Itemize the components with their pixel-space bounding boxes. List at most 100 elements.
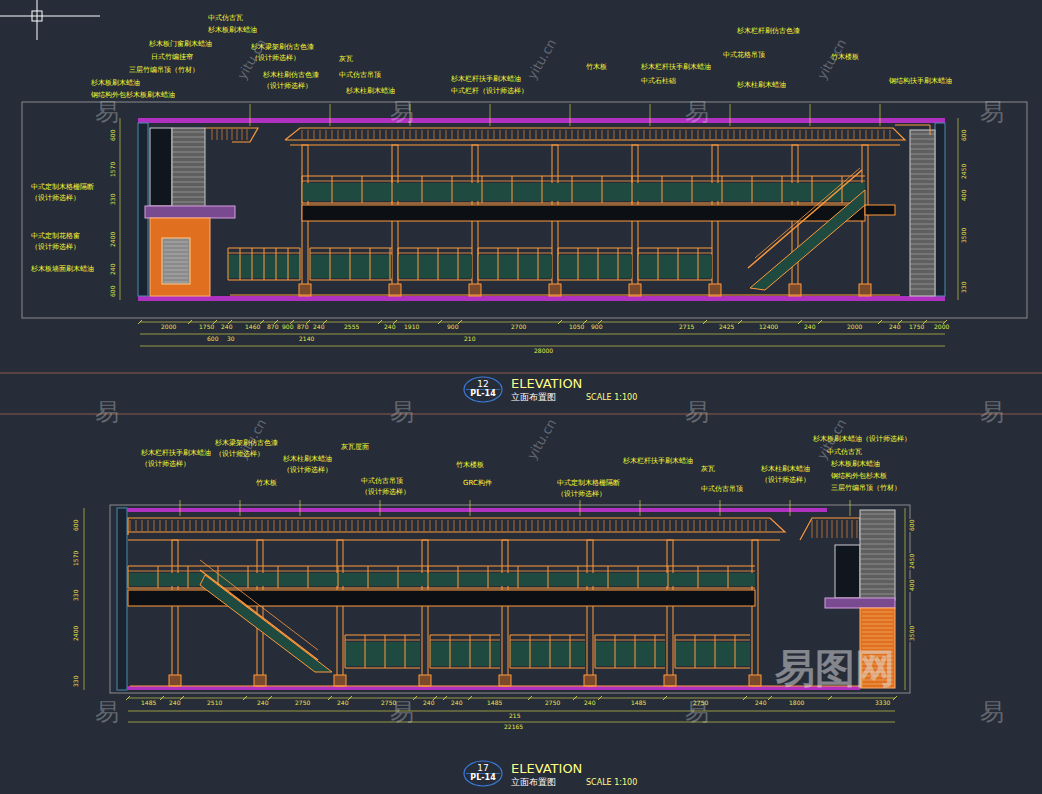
roof-hatch [250, 520, 251, 531]
column-base [169, 675, 181, 686]
brick-hatch [172, 172, 205, 173]
column-base [749, 675, 761, 686]
roof-hatch [832, 520, 833, 538]
roof-hatch [700, 520, 701, 531]
roof-hatch [676, 520, 677, 531]
dimension-tick [598, 696, 602, 700]
baluster [452, 176, 453, 203]
handrail [398, 247, 472, 248]
material-note: （设计师选样） [760, 477, 811, 484]
dimension-tick [743, 696, 747, 700]
dimension-text: 600 [110, 285, 116, 298]
railing-panel [398, 255, 472, 278]
elevation-tag: 17PL-14 [463, 760, 503, 787]
eave-roof [800, 518, 860, 540]
roof-hatch [500, 130, 501, 139]
baluster [362, 176, 363, 203]
brick-hatch [860, 514, 895, 515]
brick-hatch [910, 159, 935, 160]
roof-hatch [368, 130, 369, 139]
baluster [548, 566, 549, 588]
roof-hatch [854, 130, 855, 139]
leader-line [640, 500, 641, 516]
brick-hatch [164, 266, 188, 267]
view-frame [110, 505, 910, 693]
baluster [228, 248, 229, 280]
sheet-number: PL-14 [470, 774, 495, 783]
floor-slab [145, 206, 235, 218]
baluster [310, 248, 311, 280]
roof-hatch [760, 520, 761, 531]
handrail [310, 247, 392, 248]
stair-handrail [755, 168, 860, 258]
roof-hatch [328, 520, 329, 531]
roof-hatch [608, 130, 609, 139]
watermark: yitu.cn [525, 37, 558, 82]
material-note: （设计师选样） [282, 467, 333, 474]
baluster [635, 635, 636, 668]
brick-hatch [172, 152, 205, 153]
view-frame [22, 102, 1027, 318]
roof-hatch [190, 520, 191, 531]
baluster [578, 248, 579, 280]
baluster [458, 566, 459, 588]
brick-hatch [164, 250, 188, 251]
brick-hatch [860, 559, 895, 560]
brick-hatch [910, 214, 935, 215]
watermark: 易 [980, 100, 1004, 124]
roof-hatch [502, 520, 503, 531]
roof-hatch [622, 520, 623, 531]
leader-line [330, 104, 331, 126]
brick-hatch [862, 612, 893, 613]
material-note: 中式花格吊顶 [722, 52, 766, 59]
view-subtitle: 立面布置图 [510, 393, 557, 402]
brick-hatch [910, 204, 935, 205]
dimension-text: 3500 [961, 227, 967, 244]
baluster [812, 176, 813, 203]
roof-hatch [148, 520, 149, 531]
dimension-text: 330 [961, 281, 967, 294]
roof-hatch [410, 130, 411, 139]
roof-hatch [620, 130, 621, 139]
sheet-divider [0, 414, 1042, 415]
dimension-text: 240 [422, 700, 435, 706]
timber-column [337, 540, 343, 686]
roof-hatch [822, 520, 823, 538]
brick-hatch [860, 519, 895, 520]
screen-panel [835, 545, 860, 598]
material-note: 灰瓦 [700, 466, 716, 473]
brick-hatch [862, 636, 893, 637]
roof-hatch [710, 130, 711, 139]
leader-line [850, 500, 851, 516]
material-note: 杉木栏杆扶手刷木蜡油 [140, 450, 212, 457]
railing-panel [478, 255, 552, 278]
leader-line [380, 500, 381, 516]
dimension-tick [798, 320, 802, 324]
brick-hatch [860, 579, 895, 580]
roof-hatch [722, 130, 723, 139]
material-note: （设计师选样） [262, 83, 313, 90]
roof-hatch [446, 130, 447, 139]
dimension-text: 2450 [909, 553, 915, 570]
stair-flight [200, 575, 332, 672]
roof-hatch [442, 520, 443, 531]
watermark: 易 [390, 700, 414, 724]
dimension-text: 240 [256, 700, 269, 706]
roof-hatch [884, 130, 885, 139]
material-note: 灰瓦屋面 [340, 444, 370, 451]
roof-hatch [470, 130, 471, 139]
roof-hatch [454, 520, 455, 531]
watermark: 易 [980, 400, 1004, 424]
dimension-text: 870 [266, 324, 279, 330]
roof-hatch [208, 520, 209, 531]
roof-hatch [782, 130, 783, 139]
roof-hatch [824, 130, 825, 139]
ground-line [130, 686, 860, 687]
roof-hatch [350, 130, 351, 139]
roof-hatch [160, 520, 161, 531]
roof-hatch [178, 520, 179, 531]
dimension-text: 2140 [298, 336, 315, 342]
roof-hatch [398, 130, 399, 139]
brick-hatch [910, 229, 935, 230]
dimension-text: 240 [220, 324, 233, 330]
